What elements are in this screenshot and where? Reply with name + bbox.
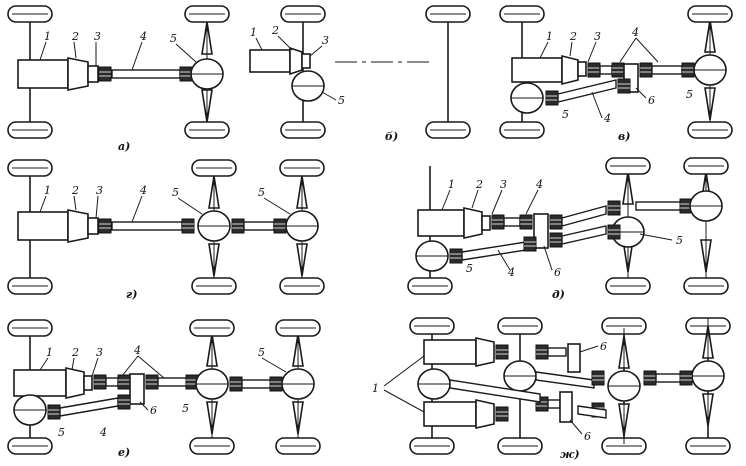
- label-4: 4: [139, 30, 147, 43]
- label-5b: 5: [258, 186, 265, 199]
- caption-e: е): [118, 446, 130, 459]
- label-5: 5: [172, 186, 179, 199]
- label-4b: 4: [99, 426, 107, 439]
- label-2: 2: [271, 24, 279, 37]
- label-1: 1: [44, 184, 51, 197]
- caption-b: б): [385, 130, 398, 143]
- label-4: 4: [133, 344, 141, 357]
- label-5: 5: [170, 32, 177, 45]
- label-2: 2: [71, 184, 79, 197]
- panel-d: 1 2 3 4 5 5 4 6 д): [407, 157, 729, 301]
- label-3: 3: [94, 30, 101, 43]
- label-2: 2: [475, 178, 483, 191]
- label-1: 1: [250, 26, 257, 39]
- label-5b: 5: [182, 402, 189, 415]
- label-1: 1: [546, 30, 553, 43]
- label-4b: 4: [603, 112, 611, 125]
- label-3: 3: [322, 34, 329, 47]
- label-6: 6: [150, 404, 157, 417]
- label-6: 6: [648, 94, 655, 107]
- caption-d: д): [552, 288, 565, 301]
- label-4: 4: [535, 178, 543, 191]
- panel-a: 1 2 3 4 5 а): [7, 5, 230, 153]
- label-5: 5: [676, 234, 683, 247]
- label-3: 3: [594, 30, 601, 43]
- label-6b: 6: [584, 430, 591, 443]
- panel-zh: 1 6 6 ж): [372, 317, 731, 461]
- caption-a: а): [118, 140, 130, 153]
- label-5: 5: [338, 94, 345, 107]
- label-3: 3: [96, 346, 103, 359]
- panel-e: 1 2 3 4 5 5 5 4 6 е): [7, 319, 321, 459]
- panel-g: 1 2 3 4 5 5 г): [7, 159, 325, 301]
- caption-v: в): [618, 130, 630, 143]
- label-2: 2: [71, 346, 79, 359]
- label-2: 2: [569, 30, 577, 43]
- label-4: 4: [139, 184, 147, 197]
- label-6: 6: [554, 266, 561, 279]
- label-2: 2: [71, 30, 79, 43]
- panel-v: 1 2 3 4 5 6 5 4 в): [499, 5, 733, 143]
- label-5c: 5: [58, 426, 65, 439]
- label-4b: 4: [507, 266, 515, 279]
- label-3: 3: [500, 178, 507, 191]
- label-4: 4: [631, 26, 639, 39]
- label-5b: 5: [562, 108, 569, 121]
- label-5: 5: [258, 346, 265, 359]
- panel-b: 1 2 3 5 б): [249, 5, 471, 143]
- label-6: 6: [600, 340, 607, 353]
- caption-zh: ж): [560, 448, 580, 461]
- label-1: 1: [372, 382, 379, 395]
- label-1: 1: [448, 178, 455, 191]
- label-1: 1: [44, 30, 51, 43]
- label-5: 5: [686, 88, 693, 101]
- label-1: 1: [46, 346, 53, 359]
- caption-g: г): [126, 288, 137, 301]
- label-5b: 5: [466, 262, 473, 275]
- label-3: 3: [96, 184, 103, 197]
